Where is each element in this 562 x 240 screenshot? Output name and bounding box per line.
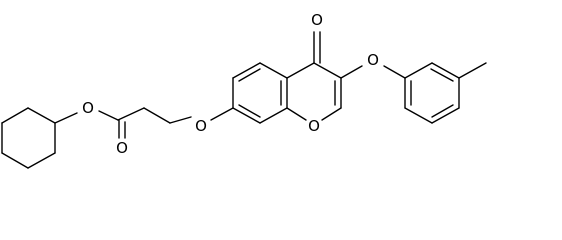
svg-text:O: O <box>116 139 128 157</box>
svg-text:O: O <box>195 117 207 135</box>
svg-text:O: O <box>308 117 320 135</box>
atom-aryloxy-oxygen: O <box>195 117 207 135</box>
benzo-ring <box>210 62 288 124</box>
svg-text:O: O <box>311 11 323 29</box>
svg-text:O: O <box>82 99 94 117</box>
svg-text:O: O <box>367 51 379 69</box>
pyranone-ring <box>286 31 342 121</box>
atom-ester-single-oxygen: O <box>82 99 94 117</box>
cyclohexyl-ring <box>1 107 56 169</box>
molecule-diagram: O O O O O O <box>1 11 487 169</box>
atom-ketone-oxygen: O <box>311 11 323 29</box>
ester-linker <box>54 107 192 139</box>
tolyl-ring <box>340 62 487 124</box>
atom-ring-oxygen: O <box>308 117 320 135</box>
atom-ester-carbonyl-oxygen: O <box>116 139 128 157</box>
atom-phenoxy-oxygen: O <box>367 51 379 69</box>
